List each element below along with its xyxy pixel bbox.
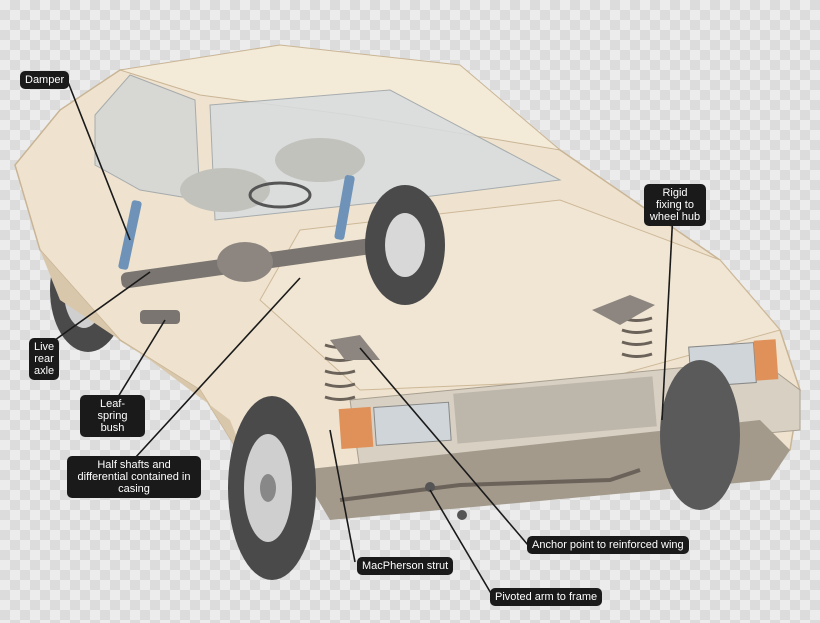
leader-damper bbox=[67, 81, 131, 241]
label-macpherson: MacPherson strut bbox=[357, 557, 454, 575]
rear-right-wheel bbox=[365, 185, 445, 305]
leader-pivoted-arm bbox=[429, 489, 493, 596]
label-rigid-fixing: Rigid fixing to wheel hub bbox=[644, 184, 706, 226]
front-right-wheel bbox=[660, 360, 740, 510]
leader-leaf-spring-bush bbox=[117, 319, 166, 398]
spring-mounts bbox=[330, 295, 655, 360]
label-anchor-point: Anchor point to reinforced wing bbox=[527, 536, 689, 554]
leader-anchor-point bbox=[359, 347, 529, 546]
label-damper: Damper bbox=[20, 71, 70, 89]
rear-dampers bbox=[118, 175, 355, 270]
label-live-rear-axle: Live rear axle bbox=[29, 338, 59, 380]
label-leaf-spring-bush: Leaf-spring bush bbox=[80, 395, 145, 437]
leader-macpherson bbox=[329, 429, 356, 563]
leader-lines bbox=[54, 81, 674, 596]
front-left-wheel bbox=[228, 396, 316, 580]
leader-live-rear-axle bbox=[54, 271, 151, 341]
label-half-shafts: Half shafts and differential contained i… bbox=[67, 456, 201, 498]
lower-arm bbox=[339, 468, 641, 520]
rear-axle-assembly bbox=[120, 237, 380, 324]
leader-rigid-fixing bbox=[661, 211, 674, 421]
leader-half-shafts bbox=[134, 277, 301, 459]
label-pivoted-arm: Pivoted arm to frame bbox=[490, 588, 603, 606]
